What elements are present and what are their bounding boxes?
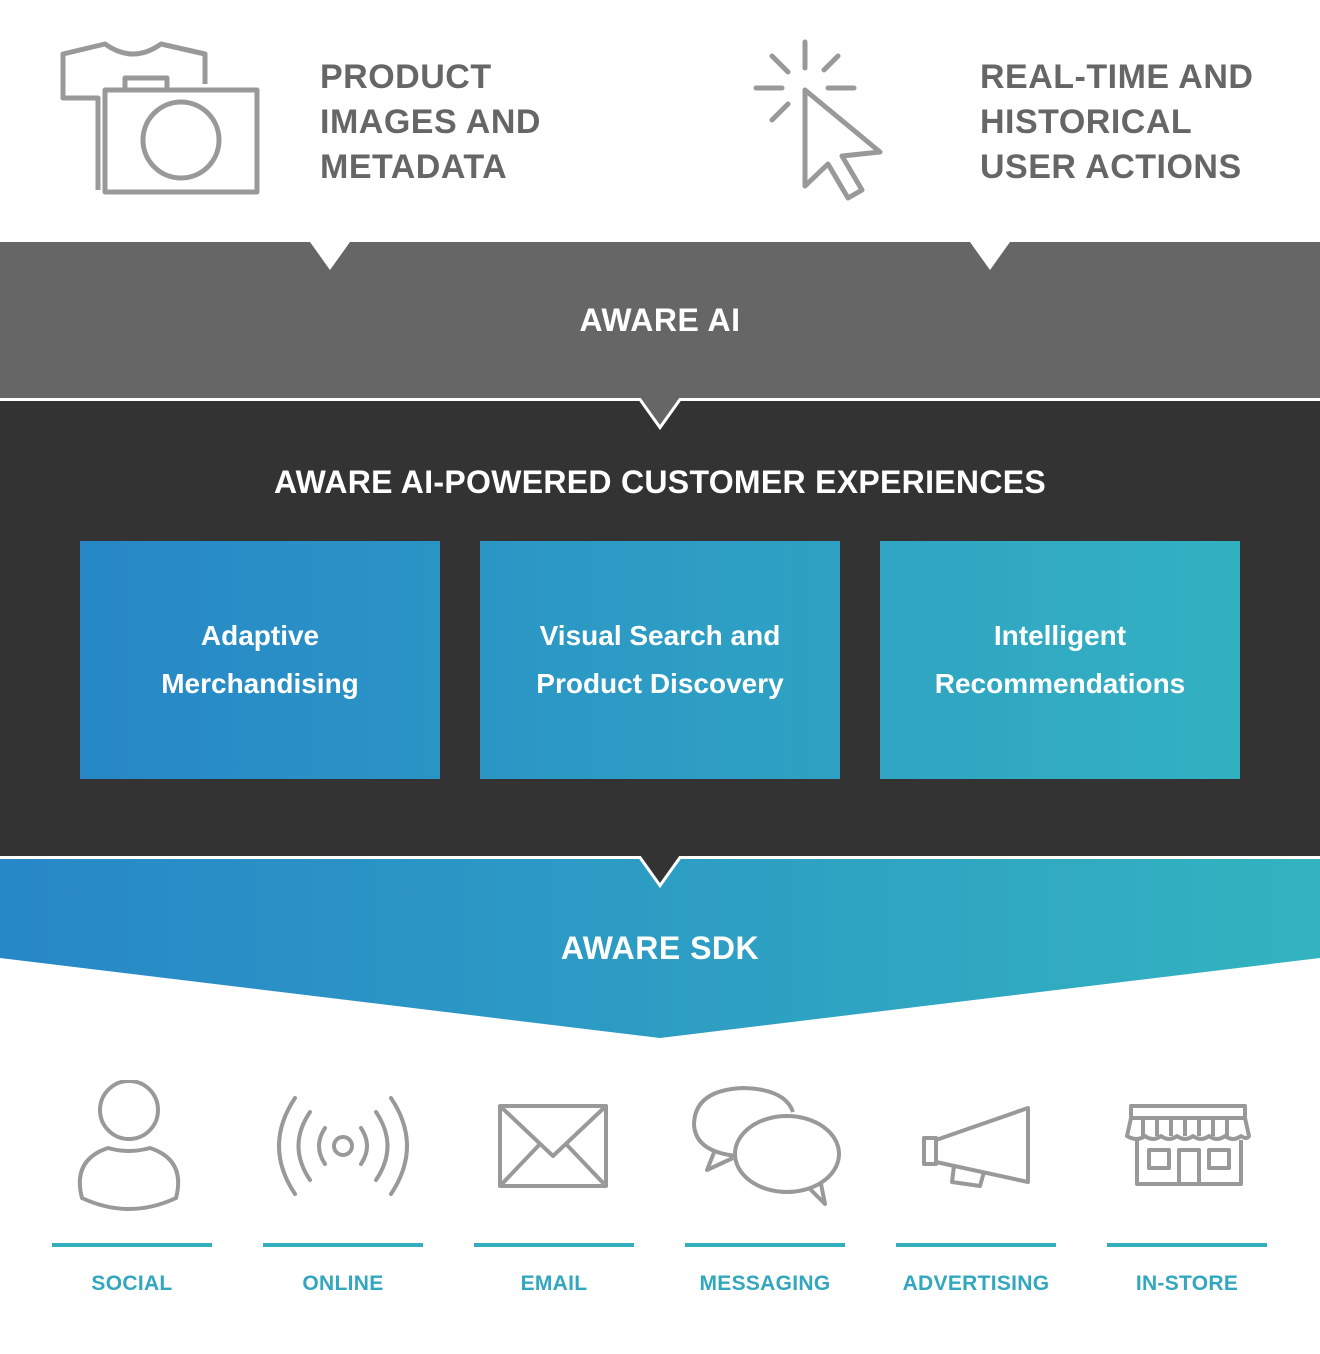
channel-divider bbox=[52, 1243, 212, 1247]
chat-bubbles-icon bbox=[692, 1086, 841, 1206]
cursor-click-icon bbox=[753, 39, 883, 201]
envelope-icon bbox=[498, 1104, 608, 1188]
channel-divider bbox=[1107, 1243, 1267, 1247]
card-intelligent-recommendations: Intelligent Recommendations bbox=[934, 620, 1186, 699]
channel-label: ONLINE bbox=[302, 1272, 384, 1295]
broadcast-icon bbox=[277, 1096, 409, 1196]
card-bg-3 bbox=[880, 541, 1240, 779]
channel-label: MESSAGING bbox=[699, 1272, 831, 1295]
card-bg-1 bbox=[80, 541, 440, 779]
storefront-icon bbox=[1125, 1104, 1251, 1186]
card-adaptive-merchandising: Adaptive Merchandising bbox=[161, 620, 359, 699]
channel-label: IN-STORE bbox=[1135, 1272, 1239, 1295]
experiences-layer-label: AWARE AI-POWERED CUSTOMER EXPERIENCES bbox=[273, 464, 1047, 500]
input-title-actions: REAL-TIME AND HISTORICAL USER ACTIONS bbox=[980, 58, 1254, 186]
input-title-product: PRODUCT IMAGES AND METADATA bbox=[320, 58, 541, 186]
channel-divider bbox=[685, 1243, 845, 1247]
channel-label: ADVERTISING bbox=[902, 1272, 1050, 1295]
megaphone-icon bbox=[922, 1106, 1030, 1188]
shirt-camera-icon bbox=[60, 41, 260, 195]
ai-band bbox=[0, 242, 1320, 426]
channel-divider bbox=[263, 1243, 423, 1247]
ai-layer-label: AWARE AI bbox=[579, 302, 741, 338]
sdk-band bbox=[0, 856, 1320, 1038]
channel-divider bbox=[896, 1243, 1056, 1247]
channel-label: SOCIAL bbox=[91, 1272, 173, 1295]
channel-label: EMAIL bbox=[520, 1272, 588, 1295]
card-bg-2 bbox=[480, 541, 840, 779]
person-icon bbox=[77, 1080, 181, 1211]
card-visual-search: Visual Search and Product Discovery bbox=[536, 620, 784, 699]
sdk-layer-label: AWARE SDK bbox=[560, 930, 760, 966]
channel-divider bbox=[474, 1243, 634, 1247]
